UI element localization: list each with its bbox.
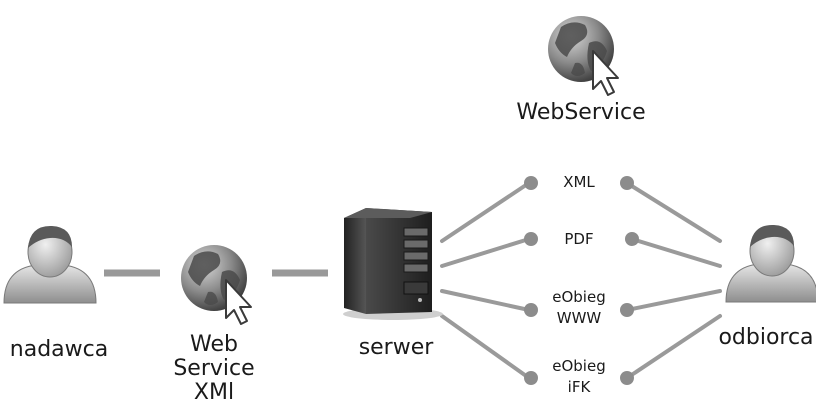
channel-eobieg-ifk-label-line1: eObieg (552, 357, 606, 375)
sender-label: nadawca (9, 337, 109, 362)
webservice-xml-label-line3: XMl (193, 380, 235, 405)
channel-eobieg-www-label-line2: WWW (556, 309, 602, 327)
sender-person-icon (3, 225, 97, 304)
webservice-globe-icon (181, 245, 252, 325)
recipient-person-icon (725, 224, 816, 303)
server-channel-lines (440, 181, 531, 380)
recipient-channel-lines (625, 181, 722, 380)
channel-eobieg-ifk-label-line2: iFK (567, 378, 591, 396)
channel-eobieg-www-label-line1: eObieg (552, 288, 606, 306)
channel-xml-label: XML (539, 172, 619, 193)
webservice-xml-label-line1: Web (190, 332, 238, 357)
webservice-top-label: WebService (516, 100, 646, 125)
channel-pdf-label-line1: PDF (564, 230, 594, 248)
channel-pdf-label: PDF (539, 229, 619, 250)
webservice-xml-label-line2: Service (173, 356, 255, 381)
webservice-top-globe-icon (548, 16, 619, 96)
channel-dots (524, 176, 639, 385)
webservice-xml-label: Web Service XMl (164, 333, 264, 405)
server-label: serwer (358, 335, 434, 360)
recipient-label: odbiorca (718, 325, 814, 350)
channel-eobieg-ifk-label: eObieg iFK (539, 356, 619, 398)
server-tower-icon (343, 208, 443, 320)
channel-eobieg-www-label: eObieg WWW (539, 287, 619, 329)
channel-xml-label-line1: XML (563, 173, 595, 191)
